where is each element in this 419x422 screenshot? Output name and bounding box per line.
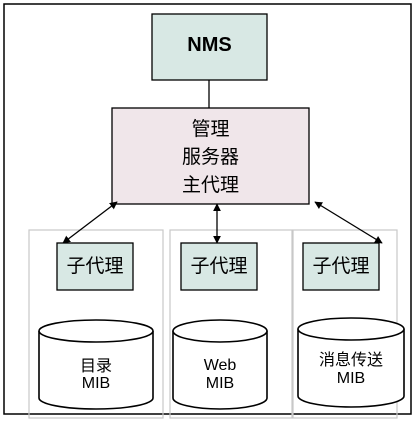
master-agent-line-3: 主代理 [181,174,239,196]
mib-cylinder-1 [38,319,154,410]
mib-2-line-2: MIB [205,375,235,392]
subagent-box-3 [302,242,380,291]
mib-1-line-2: MIB [81,375,111,392]
mib-3-line-1: 消息传送 [318,350,383,369]
mib-2-line-1: Web [203,357,237,374]
subagent-box-1 [56,242,134,291]
mib-cylinder-3 [297,317,405,408]
master-agent-line-2: 服务器 [181,146,239,168]
master-agent-line-1: 管理 [191,118,230,140]
subagent-box-2 [180,242,258,291]
master-agent-box [111,107,310,205]
arrow-to-subagent-3 [314,201,383,244]
nms-label: NMS [187,34,232,56]
mib-3-line-2: MIB [336,370,366,387]
subagent-group-2 [169,229,293,419]
arrow-to-subagent-1 [62,201,118,244]
mib-1-line-1: 目录 [79,356,112,375]
subagent-3-label: 子代理 [312,255,370,277]
subagent-2-label: 子代理 [190,255,248,277]
subagent-1-label: 子代理 [66,255,124,277]
mib-cylinder-2 [172,319,268,410]
